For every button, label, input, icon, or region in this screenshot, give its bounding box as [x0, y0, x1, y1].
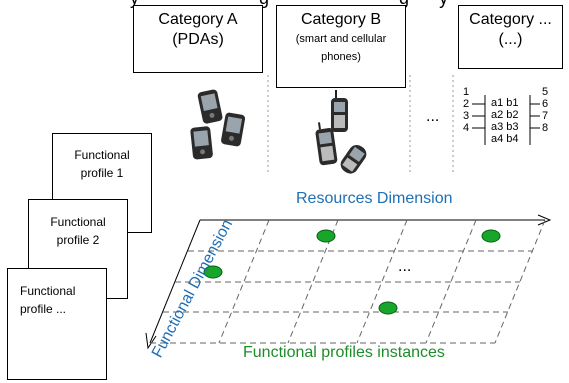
category-box-more: Category ... (...): [458, 5, 563, 69]
pda-icon: [190, 89, 246, 160]
profile-1-line1: Functional: [74, 148, 130, 162]
ellipsis-grid: ...: [398, 258, 412, 275]
profile-2-line1: Functional: [50, 215, 106, 229]
profile-3-line1: Functional: [20, 284, 76, 298]
phone-icon: [315, 90, 367, 174]
category-box-a: Category A (PDAs): [133, 5, 263, 73]
instance-dot: [203, 265, 223, 279]
category-more-subtitle: (...): [498, 31, 523, 48]
instance-dot: [378, 301, 398, 315]
category-box-b: Category B (smart and cellular phones): [276, 5, 406, 88]
category-a-title: Category A: [158, 11, 238, 28]
mapping-right-numbers: 5 6 7 8: [542, 86, 549, 134]
category-b-subtitle-2: phones): [321, 51, 361, 63]
functional-profiles-instances-label: Functional profiles instances: [243, 344, 445, 361]
functional-profile-card-3: Functional profile ...: [7, 268, 107, 380]
category-b-title: Category B: [300, 11, 382, 28]
instance-dot: [316, 229, 336, 243]
cut-header-text: y g g y: [130, 0, 448, 9]
resources-dimension-label: Resources Dimension: [296, 190, 453, 207]
mapping-lines: [472, 95, 540, 145]
instance-dots: [203, 229, 501, 315]
functional-axis-arrow: [145, 332, 157, 350]
mapping-left-numbers: 1 2 3 4: [463, 86, 470, 134]
profile-2-line2: profile 2: [56, 233, 100, 247]
category-a-subtitle: (PDAs): [172, 31, 224, 48]
profile-3-line2: profile ...: [20, 302, 67, 316]
ellipsis-categories: ...: [426, 108, 440, 125]
grid: [145, 214, 552, 350]
category-more-title: Category ...: [469, 11, 552, 28]
resources-axis-arrow: [537, 214, 552, 226]
instance-dot: [481, 229, 501, 243]
mapping-rows: a1 b1 a2 b2 a3 b3 a4 b4: [491, 97, 519, 145]
category-b-subtitle: (smart and cellular: [295, 33, 387, 45]
profile-1-line2: profile 1: [80, 166, 124, 180]
